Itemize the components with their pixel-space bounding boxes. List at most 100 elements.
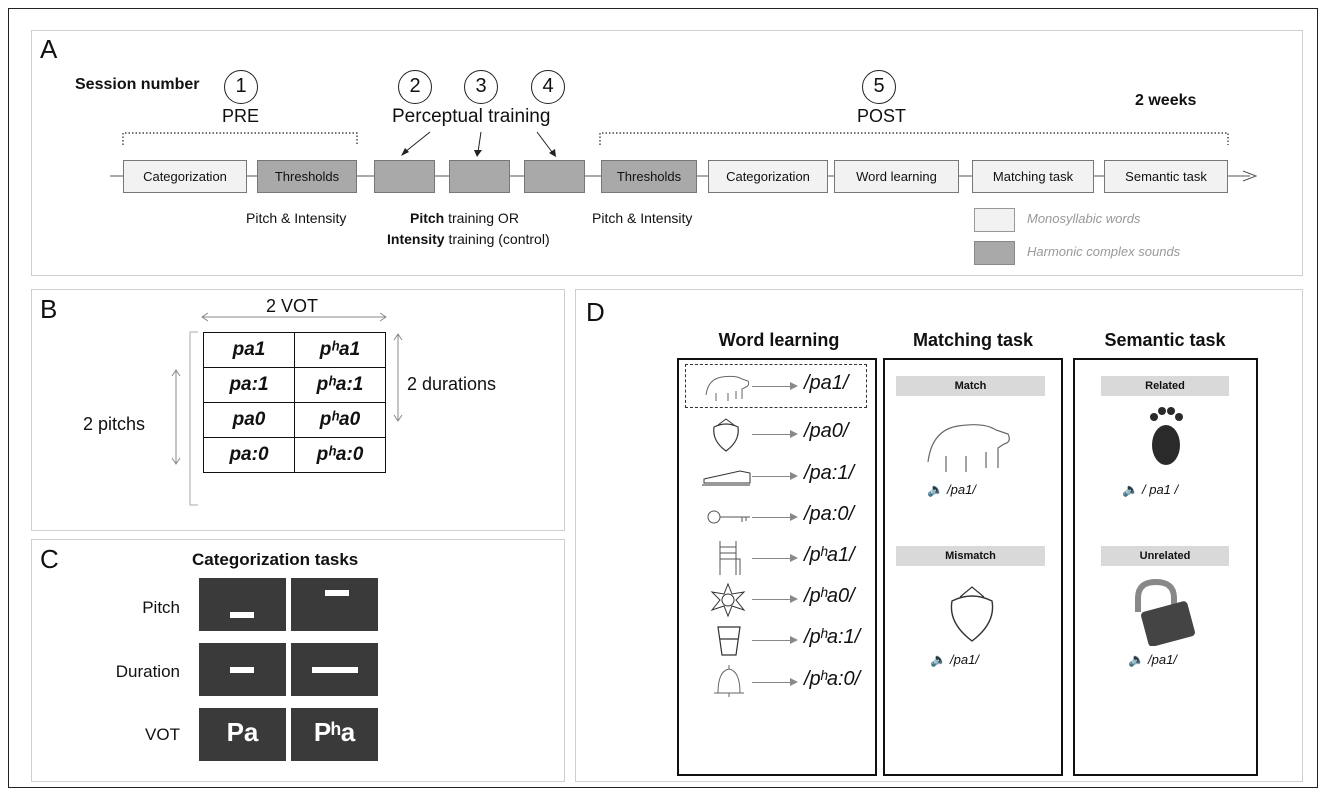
box-training-4 [524, 160, 585, 193]
durations-label: 2 durations [407, 374, 497, 394]
training-desc-line1: Pitch training OR [410, 210, 519, 226]
arrow-head [790, 554, 798, 562]
speaker-icon: 🔈 [930, 652, 947, 667]
cell: pa:1 [203, 367, 295, 403]
vot-label: 2 VOT [266, 296, 319, 316]
legend-harmonic: Harmonic complex sounds [1027, 244, 1181, 259]
chair-icon [719, 541, 741, 575]
panel-d [575, 289, 1303, 782]
strawberry-icon [713, 418, 739, 452]
training-pitch-bold: Pitch [410, 210, 445, 226]
cell: pʰa1 [294, 332, 386, 368]
panel-b-letter: B [40, 294, 58, 324]
speaker-icon: 🔈 [927, 482, 944, 497]
panel-b-arrows [171, 312, 403, 506]
panel-d-letter: D [586, 297, 605, 327]
header-word-learning: Word learning [718, 330, 840, 350]
cell: pʰa:1 [294, 367, 386, 403]
bell-icon [714, 665, 744, 697]
legend-swatch-light [974, 208, 1015, 232]
box-semantic-task: Semantic task [1104, 160, 1228, 193]
panel-c-letter: C [40, 544, 59, 574]
mismatch-word: /pa1/ [950, 652, 979, 667]
post-label: POST [857, 106, 907, 126]
arrow [752, 476, 792, 477]
word-label: /pʰa:1/ [804, 626, 861, 648]
legend-swatch-dark [974, 241, 1015, 265]
arrow [752, 386, 792, 387]
arrow-head [790, 636, 798, 644]
training-line1-rest: training OR [444, 210, 519, 226]
pitch-low-box [199, 578, 286, 631]
key-icon [707, 510, 750, 524]
word-row: /pʰa:1/ [700, 621, 870, 659]
vot-pha-label: Pʰa [313, 717, 356, 747]
word-label: /pa0/ [804, 420, 849, 442]
vot-pha-box: Pʰa [291, 708, 378, 761]
word-row: /pa:1/ [700, 457, 870, 495]
cell: pʰa0 [294, 402, 386, 438]
duration-long-bar [312, 667, 358, 673]
arrow [752, 558, 792, 559]
header-semantic-task: Semantic task [1104, 330, 1226, 350]
train-icon [702, 470, 751, 486]
pitch-high-bar [325, 590, 349, 596]
training-line2-rest: training (control) [444, 231, 550, 247]
arrow-head [790, 513, 798, 521]
panel-a-letter: A [40, 34, 58, 64]
duration-short-box [199, 643, 286, 696]
duration-short-bar [230, 667, 254, 673]
matching-task-column [883, 358, 1063, 776]
vot-pa-box: Pa [199, 708, 286, 761]
pre-label: PRE [222, 106, 260, 126]
unrelated-label: Unrelated [1101, 546, 1229, 566]
perceptual-training-label: Perceptual training [392, 106, 551, 127]
legend-monosyllabic: Monosyllabic words [1027, 211, 1141, 226]
box-thresholds-pre: Thresholds [257, 160, 357, 193]
arrow-head [790, 595, 798, 603]
training-desc-line2: Intensity training (control) [387, 231, 550, 247]
word-label: /pa:0/ [804, 503, 855, 525]
training-intensity-bold: Intensity [387, 231, 445, 247]
word-row: /pa:0/ [700, 498, 870, 536]
word-row: /pʰa:0/ [700, 663, 870, 701]
row-label-pitch: Pitch [142, 598, 180, 617]
word-row: /pʰa1/ [700, 539, 870, 577]
arrow [752, 434, 792, 435]
speaker-icon: 🔈 [1122, 482, 1139, 497]
two-weeks-label: 2 weeks [1135, 92, 1197, 109]
related-word: / pa1 / [1142, 482, 1179, 497]
arrow [752, 682, 792, 683]
figure-frame [8, 8, 1318, 788]
header-matching-task: Matching task [912, 330, 1034, 350]
bear-icon [705, 375, 750, 401]
word-row: /pa0/ [700, 415, 870, 453]
pitch-intensity-pre: Pitch & Intensity [246, 210, 347, 226]
cell: pa0 [203, 402, 295, 438]
arrow-head [790, 430, 798, 438]
arrow [752, 640, 792, 641]
arrow-head [790, 678, 798, 686]
box-training-2 [374, 160, 435, 193]
box-thresholds-post: Thresholds [601, 160, 697, 193]
arrow-head [790, 472, 798, 480]
box-categorization-pre: Categorization [123, 160, 247, 193]
session-5: 5 [862, 70, 896, 104]
categorization-title: Categorization tasks [192, 550, 359, 569]
speaker-icon: 🔈 [1128, 652, 1145, 667]
word-row: /pʰa0/ [700, 580, 870, 618]
bear-icon [927, 424, 1010, 472]
session-3: 3 [464, 70, 498, 104]
box-word-learning: Word learning [834, 160, 959, 193]
unrelated-word: /pa1/ [1148, 652, 1177, 667]
vot-pa-label: Pa [226, 717, 259, 747]
pitch-high-box [291, 578, 378, 631]
arrow [752, 599, 792, 600]
word-label: /pa1/ [804, 372, 849, 394]
highlight-dashed-box [685, 364, 867, 408]
arrow [752, 517, 792, 518]
session-1: 1 [224, 70, 258, 104]
paw-print-icon [1150, 407, 1183, 465]
arrow-head [790, 382, 798, 390]
